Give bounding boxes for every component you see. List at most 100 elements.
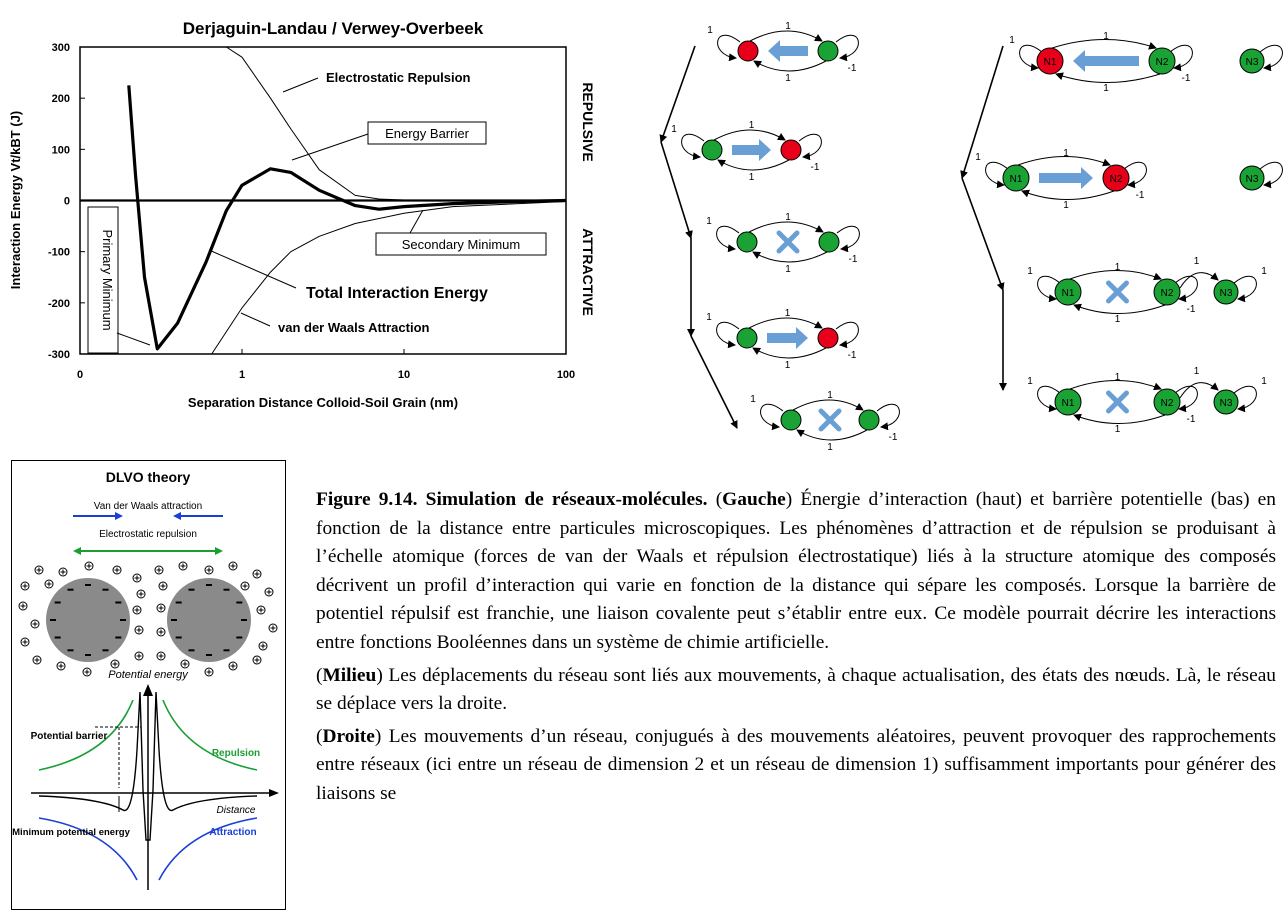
edge-n2-n3	[1179, 382, 1219, 399]
network-node	[1102, 164, 1130, 192]
plus-sign	[158, 629, 164, 635]
node-label: N3	[1246, 174, 1259, 185]
edge-n2-n3	[1179, 272, 1219, 289]
edge-label: -1	[889, 432, 898, 443]
edge-bottom	[1055, 72, 1161, 83]
self-loop-edge	[985, 161, 1009, 189]
plus-sign	[254, 571, 260, 577]
self-loop-edge	[836, 225, 860, 253]
edge-label: 1	[785, 308, 791, 319]
plus-sign	[242, 583, 248, 589]
plus-sign	[32, 621, 38, 627]
edge-bottom	[753, 60, 827, 72]
edge-top	[792, 399, 864, 411]
edge-label: 1	[749, 172, 755, 183]
arrowhead	[269, 789, 279, 797]
plus-sign	[230, 563, 236, 569]
edge-label: 1	[1261, 376, 1267, 387]
move-right-arrow-icon	[767, 327, 808, 349]
x-tick-label: 10	[398, 369, 410, 381]
plus-sign	[22, 639, 28, 645]
plus-sign	[206, 567, 212, 573]
x-tick-label: 1	[239, 369, 245, 381]
node-label: N2	[1110, 174, 1123, 185]
annotation-primary-minimum: Primary Minimum	[100, 229, 115, 330]
no-move-icon	[1106, 280, 1129, 304]
plus-sign	[180, 563, 186, 569]
plus-sign	[182, 661, 188, 667]
caption-text-3: Les mouvements d’un réseau, conjugués à …	[316, 725, 1276, 804]
network-node	[1148, 47, 1176, 75]
no-move-icon	[776, 230, 800, 254]
edge-label: -1	[811, 162, 820, 173]
edge-label: -1	[1187, 414, 1196, 425]
y-tick-label: 300	[52, 42, 70, 54]
edge-top	[1051, 39, 1157, 50]
figure-caption: Figure 9.14. Simulation de réseaux-moléc…	[316, 486, 1276, 813]
edge-label: 1	[975, 152, 981, 163]
node-label: N2	[1161, 398, 1174, 409]
move-left-arrow-icon	[768, 40, 808, 62]
network-node	[737, 40, 759, 62]
edge-label: -1	[848, 350, 857, 361]
network-node	[1054, 278, 1082, 306]
network-node	[1036, 47, 1064, 75]
network-node	[817, 327, 839, 349]
move-right-arrow-icon	[1039, 167, 1093, 189]
y-tick-label: 0	[64, 196, 70, 208]
network-node	[1002, 164, 1030, 192]
network-node	[701, 139, 723, 161]
plus-sign	[114, 567, 120, 573]
self-loop-edge	[1037, 385, 1061, 413]
edge-label: 1	[1115, 372, 1121, 383]
x-tick-label: 100	[557, 369, 575, 381]
self-loop-edge	[1019, 44, 1043, 72]
network-node	[736, 231, 758, 253]
network-node	[858, 409, 880, 431]
annotation-arrow	[240, 312, 271, 327]
edge-label: 1	[1063, 200, 1069, 211]
edge-label: 1	[671, 124, 677, 135]
annotation-arrow	[208, 249, 297, 289]
edge-bottom	[1073, 303, 1166, 314]
network-state-3: 111-1	[706, 212, 860, 275]
network-state-2: 111-1	[671, 120, 822, 183]
edge-label: -1	[1187, 304, 1196, 315]
annotation-arrow	[291, 133, 369, 161]
total-curve	[38, 691, 258, 841]
edge-label: 1	[1027, 376, 1033, 387]
plus-sign	[158, 605, 164, 611]
edge-label: 1	[827, 442, 833, 450]
particle-right	[167, 578, 251, 662]
edge-label: -1	[848, 63, 857, 74]
node-label: N2	[1161, 288, 1174, 299]
annotation-arrow	[116, 332, 151, 346]
edge-label: 1	[785, 212, 791, 223]
potential-barrier-label: Potential barrier	[31, 731, 108, 742]
plus-sign	[138, 591, 144, 597]
edge-label: 1	[785, 360, 791, 371]
caption-lead-left: Gauche	[722, 489, 786, 510]
node-label: N1	[1010, 174, 1023, 185]
y-tick-label: -100	[48, 247, 70, 259]
self-loop-edge	[681, 133, 705, 161]
self-loop-edge	[717, 34, 741, 62]
edge-label: -1	[1136, 190, 1145, 201]
distance-label: Distance	[217, 805, 256, 816]
inset-title: DLVO theory	[106, 469, 191, 485]
self-loop-edge	[835, 34, 859, 62]
self-loop-edge	[798, 133, 822, 161]
self-loop-edge	[1233, 275, 1257, 303]
plus-sign	[270, 625, 276, 631]
annotation-arrow	[409, 209, 424, 234]
edge-label: 1	[706, 216, 712, 227]
move-arrow	[690, 335, 738, 429]
y-tick-label: -200	[48, 298, 70, 310]
move-arrow	[659, 45, 696, 143]
self-loop-edge	[1174, 275, 1198, 303]
edge-top	[748, 317, 823, 329]
self-loop-edge	[716, 321, 740, 349]
edge-label: 1	[785, 21, 791, 32]
caption-lead-middle: Milieu	[322, 664, 377, 686]
